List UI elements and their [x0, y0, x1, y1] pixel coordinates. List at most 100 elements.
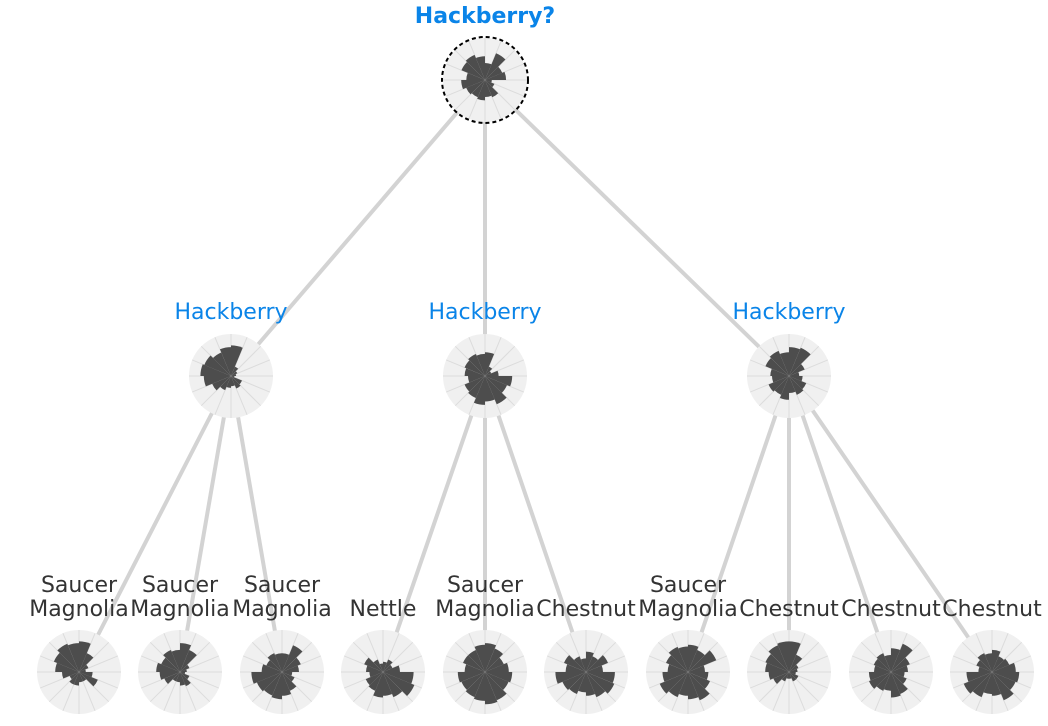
- profile-wedge: [891, 643, 913, 672]
- profile-wedge: [163, 650, 180, 672]
- profile-wedge: [485, 672, 507, 701]
- profile-wedge: [180, 650, 197, 672]
- profile-wedge: [966, 672, 992, 682]
- profile-wedge: [267, 653, 282, 672]
- profile-wedge: [662, 672, 688, 682]
- profile-wedge: [485, 662, 509, 672]
- profile-wedge: [282, 653, 290, 672]
- profile-wedge: [891, 657, 910, 672]
- profile-wedge: [688, 672, 699, 700]
- profile-wedge: [586, 672, 596, 696]
- leaf-node-label-line1: Saucer: [41, 573, 118, 598]
- leaf-node-disc: [341, 630, 425, 714]
- profile-wedge: [466, 72, 485, 80]
- profile-wedge: [67, 643, 79, 672]
- profile-wedge: [473, 672, 485, 701]
- profile-wedge: [992, 672, 1016, 691]
- profile-wedge: [666, 655, 688, 672]
- profile-wedge: [79, 641, 91, 672]
- profile-wedge: [485, 80, 492, 83]
- profile-wedge: [161, 657, 180, 672]
- profile-wedge: [256, 672, 282, 692]
- edge-level1-to-level2: [800, 413, 880, 635]
- edge-level1-to-level2: [699, 413, 778, 635]
- profile-wedge: [172, 672, 180, 682]
- profile-wedge: [789, 668, 798, 672]
- profile-wedge: [231, 345, 243, 376]
- profile-wedge: [180, 664, 190, 672]
- profile-wedge: [231, 376, 241, 389]
- profile-wedge: [463, 655, 485, 672]
- profile-wedge: [473, 376, 485, 405]
- leaf-node-label-line2: Chestnut: [536, 597, 636, 622]
- profile-wedge: [786, 672, 789, 679]
- profile-wedge: [586, 655, 608, 672]
- profile-wedge: [983, 672, 992, 695]
- profile-wedge: [180, 672, 186, 686]
- grid-spoke: [344, 671, 384, 689]
- profile-wedge: [891, 672, 901, 698]
- profile-wedge: [464, 664, 485, 672]
- profile-wedge: [485, 376, 507, 393]
- profile-wedge: [79, 672, 87, 682]
- profile-wedge: [659, 672, 688, 694]
- profile-wedge: [365, 672, 383, 686]
- profile-wedge: [992, 656, 1005, 672]
- profile-wedge: [569, 672, 586, 694]
- leaf-node-label-line2: Chestnut: [841, 597, 941, 622]
- leaf-node-label-line2: Magnolia: [638, 597, 738, 622]
- leaf-node-label-line1: Saucer: [650, 573, 727, 598]
- profile-wedge: [976, 659, 992, 672]
- leaf-node-label-line2: Magnolia: [29, 597, 129, 622]
- profile-wedge: [869, 672, 891, 689]
- profile-wedge: [485, 376, 513, 387]
- profile-wedge: [180, 669, 187, 672]
- tree-nodes: Hackberry?HackberrySaucerMagnoliaSaucerM…: [29, 4, 1042, 714]
- edge-root-to-level1: [513, 107, 761, 349]
- profile-wedge: [231, 376, 235, 387]
- profile-wedge: [266, 659, 282, 672]
- grid-spoke: [214, 375, 232, 415]
- profile-wedge: [485, 648, 504, 672]
- level1-node-label: Hackberry: [732, 300, 845, 325]
- profile-wedge: [485, 643, 497, 672]
- leaf-node-label-line1: Saucer: [244, 573, 321, 598]
- level1-node-label: Hackberry: [174, 300, 287, 325]
- profile-wedge: [789, 672, 792, 679]
- profile-wedge: [765, 662, 789, 672]
- profile-wedge: [668, 672, 688, 698]
- profile-wedge: [73, 672, 79, 686]
- profile-wedge: [773, 672, 789, 685]
- profile-wedge: [203, 376, 231, 387]
- profile-wedge: [768, 672, 789, 680]
- profile-wedge: [876, 653, 891, 672]
- profile-wedge: [57, 643, 79, 672]
- profile-wedge: [474, 644, 485, 672]
- profile-wedge: [789, 376, 803, 382]
- leaf-node-label-line2: Nettle: [350, 597, 417, 622]
- profile-wedge: [891, 672, 907, 685]
- profile-wedge: [586, 665, 604, 672]
- profile-wedge: [274, 653, 282, 672]
- leaf-node-disc: [950, 630, 1034, 714]
- profile-wedge: [383, 672, 403, 698]
- profile-wedge: [465, 672, 485, 698]
- profile-wedge: [383, 664, 393, 672]
- profile-wedge: [461, 61, 485, 80]
- profile-wedge: [876, 672, 891, 691]
- profile-wedge: [978, 666, 992, 672]
- leaf-node-disc: [646, 630, 730, 714]
- profile-wedge: [562, 672, 586, 691]
- profile-wedge: [485, 672, 513, 683]
- profile-wedge: [373, 672, 383, 698]
- profile-wedge: [379, 663, 383, 672]
- edge-level1-to-level2: [185, 415, 226, 633]
- profile-wedge: [485, 80, 495, 88]
- profile-wedge: [485, 71, 507, 80]
- tree-edges: [96, 107, 971, 640]
- profile-wedge: [457, 672, 485, 683]
- profile-wedge: [789, 672, 796, 675]
- edge-level1-to-level2: [96, 411, 214, 637]
- profile-wedge: [789, 641, 801, 672]
